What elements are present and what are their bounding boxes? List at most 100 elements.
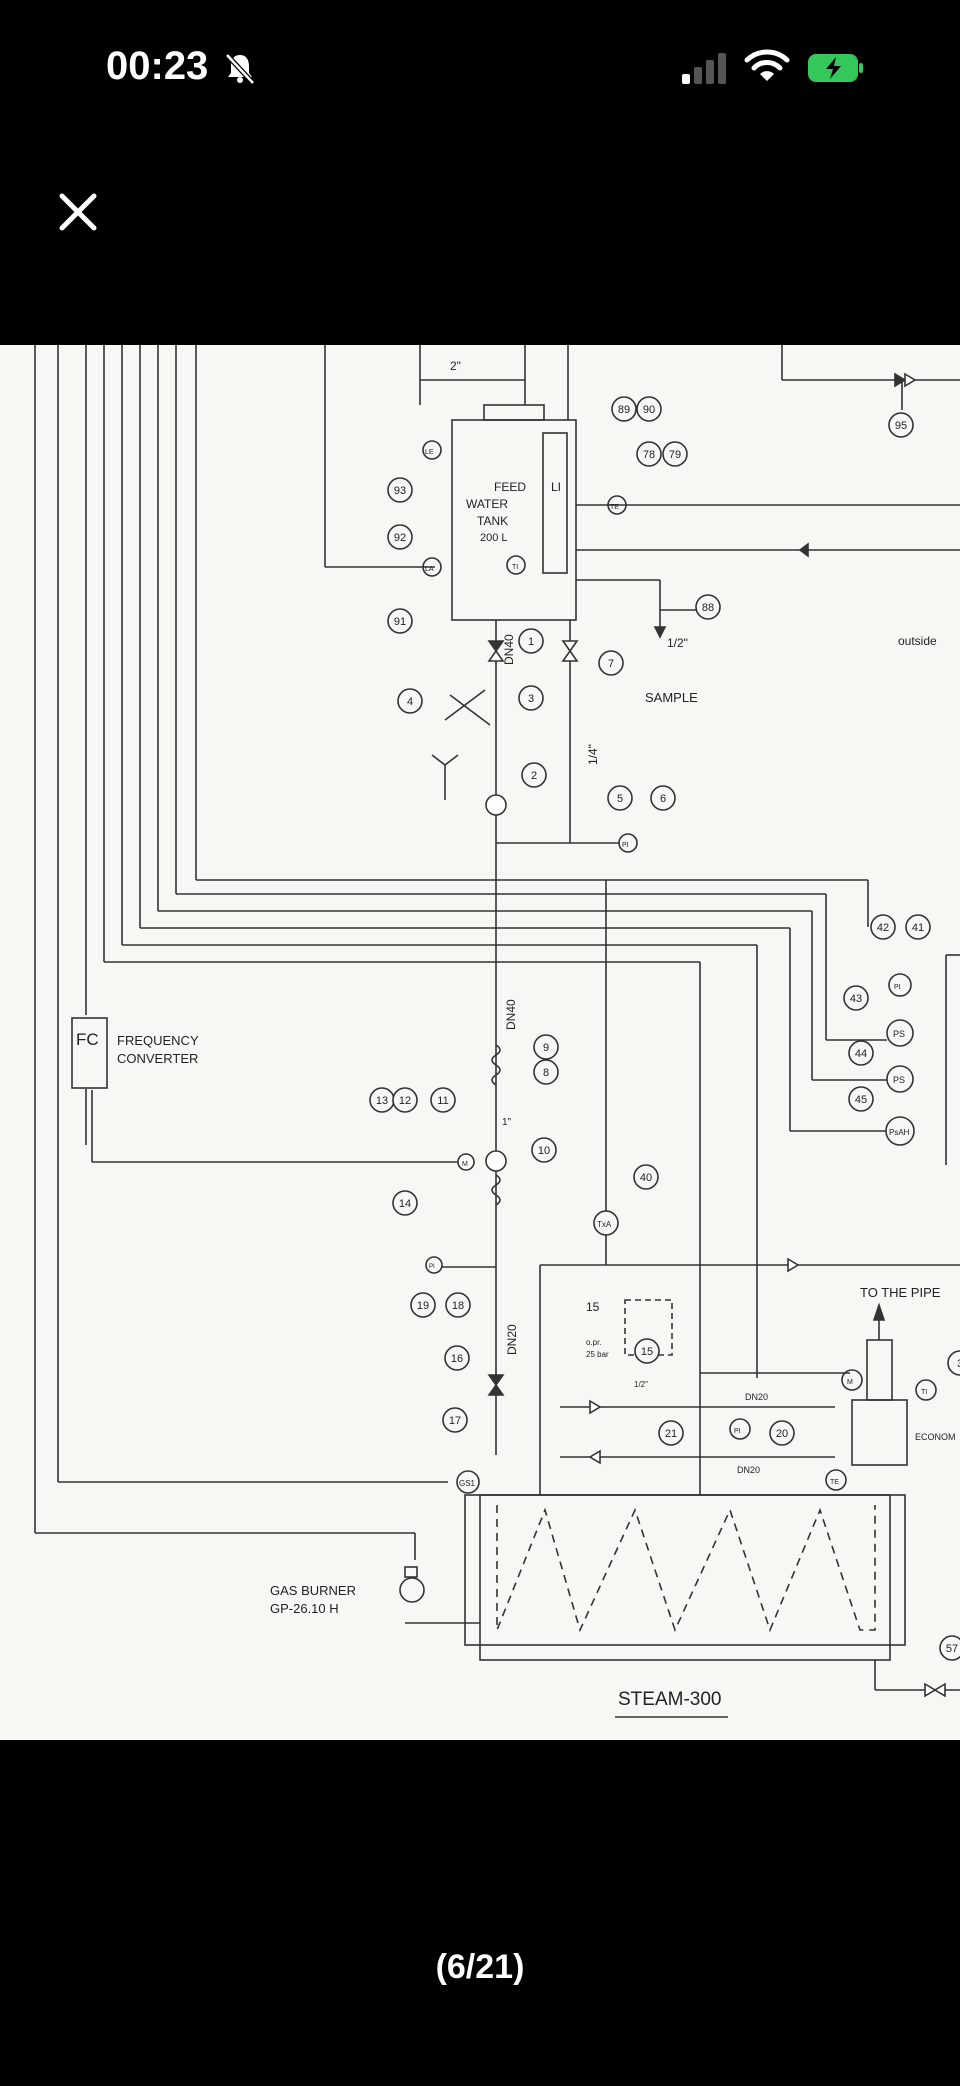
status-bar: 00:23 <box>0 0 960 140</box>
sample-label: SAMPLE <box>645 690 698 705</box>
tag-bubble <box>392 1190 418 1216</box>
tag-number: 10 <box>538 1145 550 1157</box>
size-half-inch: 1/2" <box>667 636 688 650</box>
freq-label-1: FREQUENCY <box>117 1033 199 1048</box>
svg-text:TE: TE <box>610 504 619 511</box>
svg-text:DN20: DN20 <box>737 1465 760 1475</box>
tag-bubble <box>611 396 637 422</box>
tag-bubble <box>636 396 662 422</box>
tag-number: 44 <box>855 1048 867 1060</box>
page-indicator: (6/21) <box>435 1948 525 1986</box>
tag-number: 42 <box>877 922 889 934</box>
tag-bubble <box>848 1086 874 1112</box>
tag-bubble <box>445 1292 471 1318</box>
svg-text:LA: LA <box>425 566 434 573</box>
tag-bubble <box>939 1635 960 1661</box>
svg-text:o.pr.: o.pr. <box>586 1338 602 1347</box>
tag-number: 43 <box>850 993 862 1005</box>
gas-burner: GAS BURNER GP-26.10 H <box>270 1566 480 1624</box>
image-viewer[interactable]: FEED WATER TANK 200 L LI 2" 1/2" SAMPLE … <box>0 345 960 1740</box>
tag-number: 3 <box>957 1358 960 1370</box>
tag-bubble <box>662 441 688 467</box>
tag-bubble <box>531 1137 557 1163</box>
tag-bubble <box>769 1420 795 1446</box>
tag-bubble <box>533 1034 559 1060</box>
economizer: TO THE PIPE ECONOM <box>851 1285 956 1466</box>
pressure-switches: PI PS PS PsAH <box>790 954 960 1165</box>
tag-bubble <box>444 1345 470 1371</box>
tag-bubble <box>888 412 914 438</box>
tag-number: 92 <box>394 532 406 544</box>
dn40-mid: DN40 <box>504 999 518 1030</box>
tag-number: 12 <box>399 1095 411 1107</box>
svg-text:DN20: DN20 <box>745 1392 768 1402</box>
svg-text:PI: PI <box>429 1264 435 1270</box>
svg-text:ECONOM: ECONOM <box>915 1432 956 1442</box>
svg-text:TxA: TxA <box>597 1220 612 1229</box>
tag-number: 5 <box>617 793 623 805</box>
tag-number: 3 <box>528 693 534 705</box>
schematic-diagram: FEED WATER TANK 200 L LI 2" 1/2" SAMPLE … <box>34 345 960 1718</box>
tag-number: 41 <box>912 922 924 934</box>
size-2in: 2" <box>450 359 461 373</box>
bell-slash-icon <box>225 53 255 85</box>
tag-bubble <box>387 608 413 634</box>
tag-number: 18 <box>452 1300 464 1312</box>
svg-text:LE: LE <box>425 449 434 456</box>
svg-text:TE: TE <box>830 1479 839 1486</box>
gas-burner-label-1: GAS BURNER <box>270 1583 356 1598</box>
tank-label-1: FEED <box>494 480 526 494</box>
tank-instruments: LE LA TI TE PI <box>422 440 638 853</box>
to-the-pipe: TO THE PIPE <box>860 1285 941 1300</box>
tag-number: 4 <box>407 696 413 708</box>
tag-number: 7 <box>608 658 614 670</box>
label-15: 15 <box>586 1300 600 1314</box>
tag-bubble <box>410 1292 436 1318</box>
tag-number: 79 <box>669 449 681 461</box>
svg-text:M: M <box>847 1379 853 1386</box>
svg-text:TI: TI <box>921 1389 927 1396</box>
tag-number: 16 <box>451 1353 463 1365</box>
gas-burner-label-2: GP-26.10 H <box>270 1601 339 1616</box>
size-quarter-inch: 1/4" <box>586 744 600 765</box>
tag-number: 11 <box>437 1095 448 1107</box>
steam-300-label: STEAM-300 <box>618 1689 721 1710</box>
tag-number: 15 <box>641 1346 653 1358</box>
tag-bubble <box>848 1040 874 1066</box>
tag-bubble <box>387 477 413 503</box>
tag-number: 20 <box>776 1428 788 1440</box>
tag-number: 89 <box>618 404 630 416</box>
tag-bubble <box>658 1420 684 1446</box>
tag-bubble <box>947 1350 960 1376</box>
svg-text:PI: PI <box>622 842 629 849</box>
tag-number: 95 <box>895 420 907 432</box>
steam-boiler: STEAM-300 <box>464 1494 906 1718</box>
tag-number: 93 <box>394 485 406 497</box>
tag-bubble <box>905 914 931 940</box>
tag-bubble <box>430 1087 456 1113</box>
freq-label-2: CONVERTER <box>117 1051 198 1066</box>
tag-bubble <box>633 1164 659 1190</box>
tag-number: 1 <box>528 636 534 648</box>
tag-bubble <box>518 685 544 711</box>
tank-label-2: WATER <box>466 497 508 511</box>
battery-charging-icon <box>808 54 863 82</box>
tank-label-4: 200 L <box>480 532 508 544</box>
tag-number: 88 <box>702 602 714 614</box>
tag-number: 6 <box>660 793 666 805</box>
status-time: 00:23 <box>106 44 209 88</box>
frequency-converter: FC FREQUENCY CONVERTER <box>71 1017 199 1089</box>
tag-bubble <box>518 628 544 654</box>
outside-label: outside <box>898 634 937 648</box>
svg-text:PS: PS <box>893 1029 905 1039</box>
tag-bubble <box>533 1059 559 1085</box>
size-half-inch-2: 1/2" <box>634 1380 648 1389</box>
tag-number: 14 <box>399 1198 411 1210</box>
svg-text:25 bar: 25 bar <box>586 1350 609 1359</box>
tag-bubble <box>521 762 547 788</box>
tag-bubble <box>607 785 633 811</box>
dn40-top: DN40 <box>502 634 516 665</box>
tag-bubble <box>442 1407 468 1433</box>
close-icon[interactable] <box>54 188 102 236</box>
